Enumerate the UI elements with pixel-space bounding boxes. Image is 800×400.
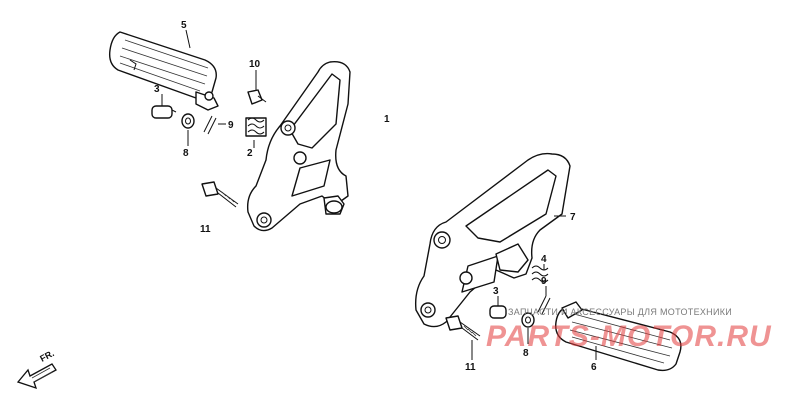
bolt-10: [247, 89, 267, 105]
label-part-9-right: 9: [541, 276, 547, 287]
label-part-3-left: 3: [154, 84, 160, 95]
washer-left: [181, 113, 195, 129]
pivot-pin-left: [151, 105, 177, 119]
label-part-11-right: 11: [465, 362, 476, 373]
label-part-6: 6: [591, 362, 597, 373]
label-part-10: 10: [249, 59, 261, 70]
bolt-11-left: [201, 181, 239, 208]
front-direction-arrow: FR.: [16, 348, 57, 390]
pivot-pin-right: [489, 305, 507, 319]
watermark: ЗАПЧАСТИ И АКСЕССУАРЫ ДЛЯ МОТОТЕХНИКИ PA…: [486, 307, 772, 353]
leader-lines: [161, 29, 597, 360]
label-part-11-left: 11: [200, 224, 211, 235]
label-part-1: 1: [384, 114, 390, 125]
label-part-5: 5: [181, 20, 187, 31]
label-part-8-right: 8: [523, 348, 529, 359]
watermark-brand: PARTS-MOTOR.RU: [486, 320, 772, 353]
label-part-3-right: 3: [493, 286, 499, 297]
label-part-2: 2: [247, 148, 253, 159]
watermark-tagline: ЗАПЧАСТИ И АКСЕССУАРЫ ДЛЯ МОТОТЕХНИКИ: [508, 307, 732, 317]
bolt-11-right: [445, 315, 481, 341]
footpeg-right: [555, 301, 682, 372]
label-part-4: 4: [541, 254, 547, 265]
direction-label: FR.: [38, 348, 55, 364]
cotter-pin-right: [537, 295, 551, 315]
label-part-7: 7: [570, 212, 576, 223]
footpeg-bracket-left: [246, 61, 351, 232]
footpeg-left: [108, 31, 219, 111]
footpeg-bracket-right: [414, 152, 571, 328]
washer-right: [521, 312, 535, 328]
label-part-8-left: 8: [183, 148, 189, 159]
spring-right: [531, 265, 549, 283]
callout-labels: 5 10 3 9 1 2 8 11 7 4 9 3 8 6 11: [154, 20, 597, 373]
spring-left: [245, 117, 267, 137]
cotter-pin-left: [203, 115, 217, 135]
label-part-9-left: 9: [228, 120, 234, 131]
